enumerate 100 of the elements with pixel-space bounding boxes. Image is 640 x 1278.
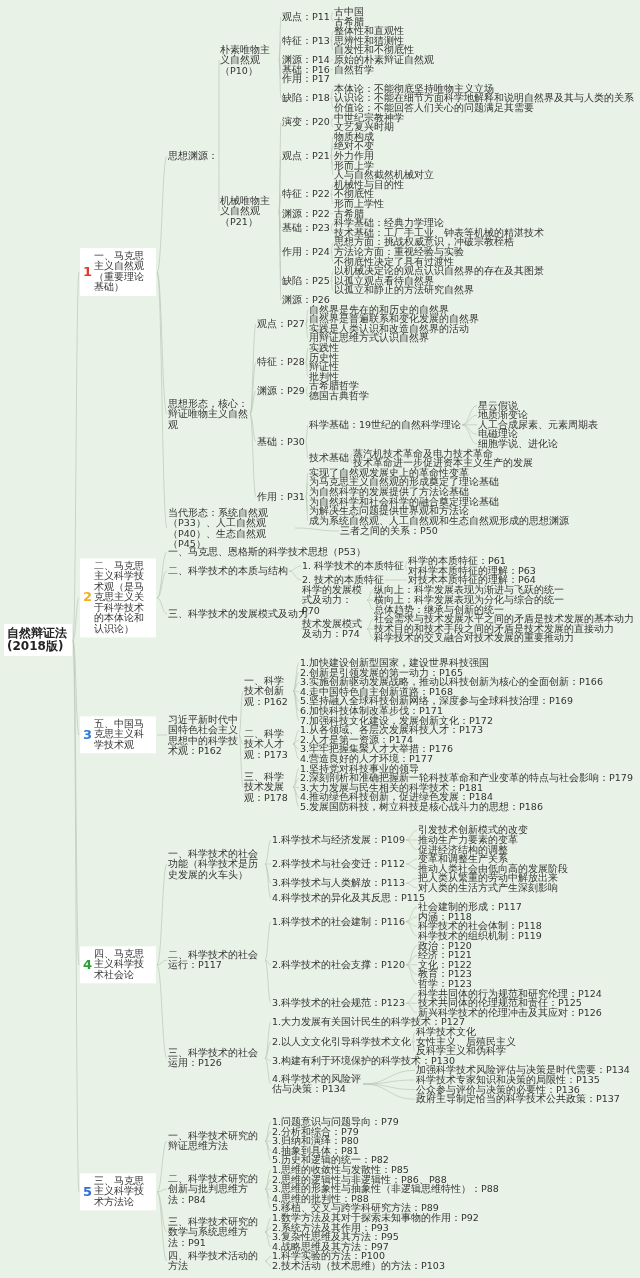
connector-line [405,954,418,966]
topic-text: 4.走中国特色自主创新道路：P168 [300,687,453,697]
topic-text: 科学的本质特征：P61 [408,556,506,566]
topic-text: 三、科学技术的社会运用：P126 [168,1047,264,1069]
connector-line [249,390,257,415]
connector-line [305,318,309,325]
topic-title: 五、中国马克思主义科学技术观 [94,719,146,751]
connector-line [72,639,80,736]
section-number: 2 [83,590,93,606]
topic-text: 辩证性 [309,362,339,372]
topic-text: 3.思维的形象性与抽象性（非逻辑思维特性）：P88 [272,1184,499,1194]
connector-line [366,589,374,601]
topic-text: 2.思维的逻辑性与非逻辑性：P86、P88 [272,1174,447,1185]
topic-text: 2.技术活动（技术思维）的方法：P103 [272,1261,445,1271]
section-number: 5 [83,1184,93,1200]
topic-title: 二、马克思主义科学技术观（是马克思主义关于科学技术的本体论和认识论） [94,561,146,635]
connector-line [405,964,418,985]
connector-line [294,527,340,532]
topic-text: 思辨性和猜测性 [334,36,404,46]
connector-line [264,1041,272,1059]
connector-line [366,618,374,630]
topic-text: 特征：P28 [257,357,305,368]
topic-text: 2.科学技术的社会支撑：P120 [272,960,405,970]
topic-text: 3.复杂性思维及其方法：P95 [272,1232,399,1242]
topic-text: 7.加强科技文化建设，发展创新文化：P172 [300,715,493,726]
connector-line [156,863,168,966]
connector-line [305,491,309,498]
connector-line [362,1083,416,1090]
connector-line [156,1191,168,1262]
topic-text: 2.以人文文化引导科学技术文化 [272,1036,412,1047]
connector-line [405,921,418,927]
section-number: 1 [83,264,93,280]
topic-text: 4.推动绿色科技创新，促进绿色发展：P184 [300,792,493,803]
topic-text: 人工合成尿素、元素周期表 [478,420,598,430]
topic-text: 本体论：不能彻底坚持唯物主义立场 [334,84,494,94]
connector-line [461,405,478,426]
topic-text: 纵向上：科学发展表现为渐进与飞跃的统一 [374,585,564,595]
topic-text: 人与自然截然机械对立 [334,170,434,180]
topic-text: 新兴科学技术的伦理冲击及其应对：P126 [418,1008,602,1018]
connector-line [156,959,168,966]
topic-box [80,716,156,754]
topic-text: 特征：P13 [282,36,330,46]
topic-text: 实现了自然观发展史上的革命性变革 [309,468,469,478]
topic-text: 二、科学技术的社会运行：P117 [168,949,264,971]
topic-text: 蒸汽机技术革命及电力技术革命 [353,448,493,459]
connector-line [264,1227,272,1233]
topic-text: 文化：P122 [418,960,472,970]
section-number: 4 [83,957,93,973]
connector-line [292,739,300,745]
connector-line [264,1057,272,1085]
connector-line [264,839,272,865]
topic-text: 二、科学技术研究的创新与批判思维方法：P84 [168,1173,264,1205]
topic-text: 技术目的和技术手段之间的矛盾是技术发展的直接动力 [374,624,614,634]
topic-text: 1.坚持党对科技事业的领导 [300,763,420,774]
connector-line [264,1217,272,1233]
connector-line [405,906,418,922]
topic-text: 3.归纳和演绎：P80 [272,1136,359,1146]
connector-line [264,959,272,1004]
topic-text: 二、科学技术的本质与结构 [168,566,288,576]
connector-line [292,681,300,692]
topic-text: 科学基础：19世纪的自然科学理论 [309,420,462,430]
topic-text: 古希腊 [334,16,364,27]
topic-text: 1.从各领域、各层次发展科技人才：P173 [300,725,483,735]
topic-text: 以机械决定论的观点认识自然界的存在及其图景 [334,266,544,276]
topic-text: 技术发展模式及动力：P74 [302,618,366,640]
topic-text: 科学共同体的行为规范和研究伦理：P124 [418,988,602,999]
topic-text: 技术基础 [309,453,349,464]
topic-text: 基础：P16 [282,64,330,75]
topic-text: 科学技术专家知识和决策的局限性：P135 [416,1075,600,1085]
topic-text: 观点：P21 [282,151,330,161]
connector-line [405,882,418,889]
topic-text: 内涵：P118 [418,912,472,922]
connector-line [405,916,418,922]
topic-text: 思想渊源： [168,151,218,161]
topic-text: 机械唯物主义自然观（P21） [220,195,278,227]
connector-line [405,1002,418,1014]
topic-text: 基础：P23 [282,223,330,233]
topic-text: 三者之间的关系：P50 [340,526,438,536]
topic-text: 4.科学技术的异化及其反思：P115 [272,892,425,903]
connector-line [411,1031,416,1042]
connector-line [305,357,309,363]
topic-text: 不彻底性 [334,189,374,200]
topic-text: 电磁理论 [478,429,518,440]
topic-text: 1.科学实验的方法：P100 [272,1251,385,1262]
topic-text: 技术革命进一步促进资本主义生产的发展 [353,458,533,468]
connector-line [264,1231,272,1238]
topic-text: 作用：P31 [257,492,305,502]
topic-text: 一、科学技术创新观：P162 [244,675,292,707]
topic-title: 三、马克思主义科学技术方法论 [94,1176,146,1208]
connector-line [278,194,282,212]
topic-text: 经济：P121 [418,950,472,960]
topic-text: 认识论：不能在细节方面科学地解释和说明自然界及其与人类的关系 [334,93,634,104]
topic-text: 科学技术的交叉融合对技术发展的重要推动力 [374,633,574,644]
topic-text: 不彻底性决定了具有过渡性 [334,256,454,267]
connector-line [288,565,302,572]
topic-text: 哲学：P123 [418,979,472,989]
topic-text: 自然界是普遍联系和变化发展的自然界 [309,314,479,324]
topic-text: 地质渐变论 [478,410,528,420]
topic-text: 观点：P11 [282,12,330,22]
connector-line [292,786,300,808]
